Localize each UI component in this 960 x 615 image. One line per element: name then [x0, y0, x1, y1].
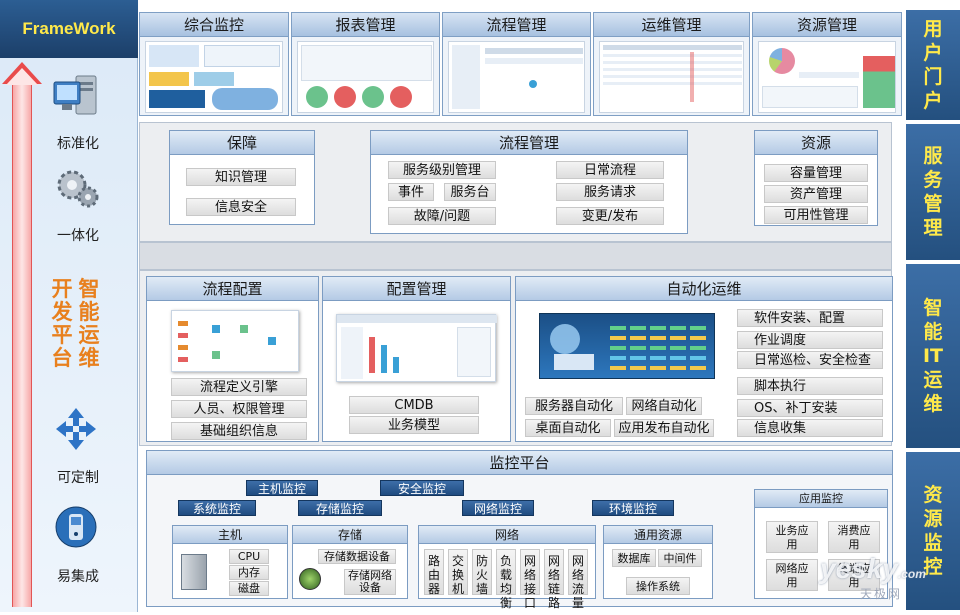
brand-title: FrameWork: [0, 0, 138, 58]
workflow-engine-item[interactable]: 流程定义引擎: [171, 378, 307, 396]
vertical-title-smart: 智能运维: [78, 277, 100, 370]
software-install-item[interactable]: 软件安装、配置: [737, 309, 883, 327]
knowledge-mgmt-item[interactable]: 知识管理: [186, 168, 296, 186]
network-monitor-tag[interactable]: 网络监控: [462, 500, 534, 516]
arrows-icon: [50, 406, 102, 452]
environment-monitor-tag[interactable]: 环境监控: [592, 500, 674, 516]
left-sidebar: FrameWork 标准化 一体化 开发平台 智能运维 可定制 易集成: [0, 0, 138, 612]
progress-arrow-shaft: [12, 82, 32, 607]
user-permission-item[interactable]: 人员、权限管理: [171, 400, 307, 418]
tab-resource-mgmt[interactable]: 资源管理: [752, 12, 902, 116]
process-config-thumbnail: [171, 310, 299, 372]
tab-process-mgmt[interactable]: 流程管理: [442, 12, 591, 116]
problem-item[interactable]: 故障/问题: [388, 207, 496, 225]
process-thumbnail: [448, 41, 585, 113]
consumer-app-item[interactable]: 消费应用: [828, 521, 880, 553]
tab-comprehensive-monitor[interactable]: 综合监控: [139, 12, 289, 116]
business-app-item[interactable]: 业务应用: [766, 521, 818, 553]
right-nav-resource-monitor[interactable]: 资源监控: [906, 452, 960, 612]
host-monitor-tag[interactable]: 主机监控: [246, 480, 318, 496]
switch-item[interactable]: 交换机: [448, 549, 468, 596]
router-item[interactable]: 路由器: [424, 549, 444, 596]
network-traffic-item[interactable]: 网络流量: [568, 549, 588, 610]
vertical-title-dev: 开发平台: [51, 277, 73, 370]
os-item[interactable]: 操作系统: [626, 577, 690, 595]
cmdb-thumbnail: [336, 314, 497, 382]
service-desk-item[interactable]: 服务台: [444, 183, 496, 201]
tab-ops-mgmt[interactable]: 运维管理: [593, 12, 750, 116]
disk-item[interactable]: 磁盘: [229, 581, 269, 596]
business-model-item[interactable]: 业务模型: [349, 416, 479, 434]
database-item[interactable]: 数据库: [612, 549, 656, 567]
right-nav-smart-it-ops[interactable]: 智能IT运维: [906, 264, 960, 450]
server-automation-item[interactable]: 服务器自动化: [525, 397, 623, 415]
left-item-label: 易集成: [57, 569, 99, 585]
ops-thumbnail: [599, 41, 744, 113]
right-nav-service-mgmt[interactable]: 服务管理: [906, 124, 960, 262]
service-request-item[interactable]: 服务请求: [556, 183, 664, 201]
cmdb-item[interactable]: CMDB: [349, 396, 479, 414]
info-security-item[interactable]: 信息安全: [186, 198, 296, 216]
terminal-app-item[interactable]: 终端应用: [828, 559, 880, 591]
network-app-item[interactable]: 网络应用: [766, 559, 818, 591]
capacity-mgmt-item[interactable]: 容量管理: [764, 164, 868, 182]
config-mgmt-box: 配置管理: [322, 276, 511, 442]
watermark-logo: yesky.com: [820, 553, 926, 584]
host-server-icon: [181, 554, 207, 590]
report-thumbnail: [297, 41, 434, 113]
load-balancer-item[interactable]: 负载均衡: [496, 549, 516, 610]
network-interface-item[interactable]: 网络接口: [520, 549, 540, 610]
sla-mgmt-item[interactable]: 服务级别管理: [388, 161, 496, 179]
org-info-item[interactable]: 基础组织信息: [171, 422, 307, 440]
storage-disk-icon: [299, 568, 321, 590]
availability-mgmt-item[interactable]: 可用性管理: [764, 206, 868, 224]
memory-item[interactable]: 内存: [229, 565, 269, 580]
cpu-item[interactable]: CPU: [229, 549, 269, 564]
system-monitor-tag[interactable]: 系统监控: [178, 500, 256, 516]
info-collect-item[interactable]: 信息收集: [737, 419, 883, 437]
desktop-automation-item[interactable]: 桌面自动化: [525, 419, 611, 437]
resource-thumbnail: [758, 41, 896, 113]
right-nav-user-portal[interactable]: 用户门户: [906, 10, 960, 122]
firewall-item[interactable]: 防火墙: [472, 549, 492, 596]
divider-band: [139, 242, 892, 270]
os-patch-item[interactable]: OS、补丁安装: [737, 399, 883, 417]
middleware-item[interactable]: 中间件: [658, 549, 702, 567]
left-item-label: 一体化: [57, 228, 99, 244]
dashboard-thumbnail: [145, 41, 283, 113]
storage-data-device-item[interactable]: 存储数据设备: [318, 549, 396, 564]
change-release-item[interactable]: 变更/发布: [556, 207, 664, 225]
storage-monitor-tag[interactable]: 存储监控: [298, 500, 382, 516]
daily-process-item[interactable]: 日常流程: [556, 161, 664, 179]
security-monitor-tag[interactable]: 安全监控: [380, 480, 464, 496]
watermark-sub: 天极网: [860, 587, 903, 601]
script-exec-item[interactable]: 脚本执行: [737, 377, 883, 395]
storage-network-device-item[interactable]: 存储网络设备: [344, 569, 396, 595]
app-release-automation-item[interactable]: 应用发布自动化: [614, 419, 714, 437]
gears-icon: [50, 165, 102, 211]
device-icon: [50, 504, 102, 550]
asset-mgmt-item[interactable]: 资产管理: [764, 185, 868, 203]
network-link-item[interactable]: 网络链路: [544, 549, 564, 610]
tab-report-mgmt[interactable]: 报表管理: [291, 12, 440, 116]
automation-thumbnail: [539, 313, 715, 379]
left-item-label: 可定制: [57, 470, 99, 486]
incident-item[interactable]: 事件: [388, 183, 434, 201]
server-icon: [50, 72, 102, 118]
left-item-label: 标准化: [57, 136, 99, 152]
network-automation-item[interactable]: 网络自动化: [626, 397, 702, 415]
job-scheduling-item[interactable]: 作业调度: [737, 331, 883, 349]
inspection-item[interactable]: 日常巡检、安全检查: [737, 351, 883, 369]
